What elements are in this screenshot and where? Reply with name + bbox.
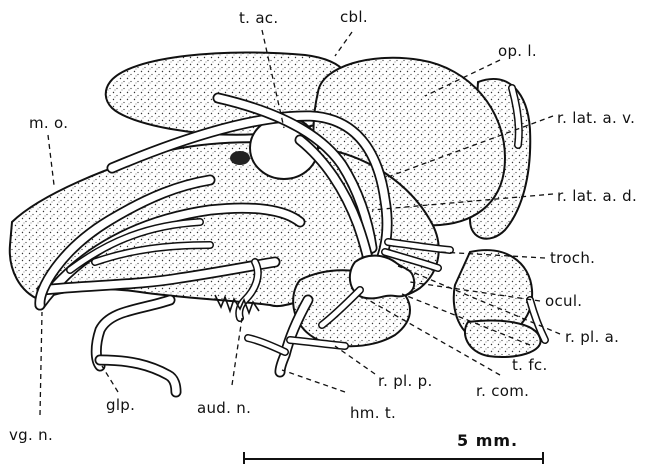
brain-drawing xyxy=(10,52,541,357)
label-r-pl-a: r. pl. a. xyxy=(565,328,619,346)
label-vg-n: vg. n. xyxy=(9,426,53,444)
label-r-lat-a-v: r. lat. a. v. xyxy=(557,109,635,127)
label-hm-t: hm. t. xyxy=(350,404,396,422)
label-aud-n: aud. n. xyxy=(197,399,251,417)
dark-spot xyxy=(230,151,250,165)
label-glp: glp. xyxy=(106,396,135,414)
label-r-pl-p: r. pl. p. xyxy=(378,372,433,390)
scale-bar: 5 mm. xyxy=(244,431,543,464)
label-r-com: r. com. xyxy=(476,382,529,400)
label-op-l: op. l. xyxy=(498,42,537,60)
label-ocul: ocul. xyxy=(545,292,582,310)
label-m-o: m. o. xyxy=(29,114,68,132)
posterior-lobe-small xyxy=(465,321,541,357)
scale-bar-label: 5 mm. xyxy=(457,431,518,450)
label-troch: troch. xyxy=(550,249,595,267)
label-cbl: cbl. xyxy=(340,8,368,26)
label-t-ac: t. ac. xyxy=(239,9,278,27)
label-t-fc: t. fc. xyxy=(512,356,548,374)
label-r-lat-a-d: r. lat. a. d. xyxy=(557,187,637,205)
